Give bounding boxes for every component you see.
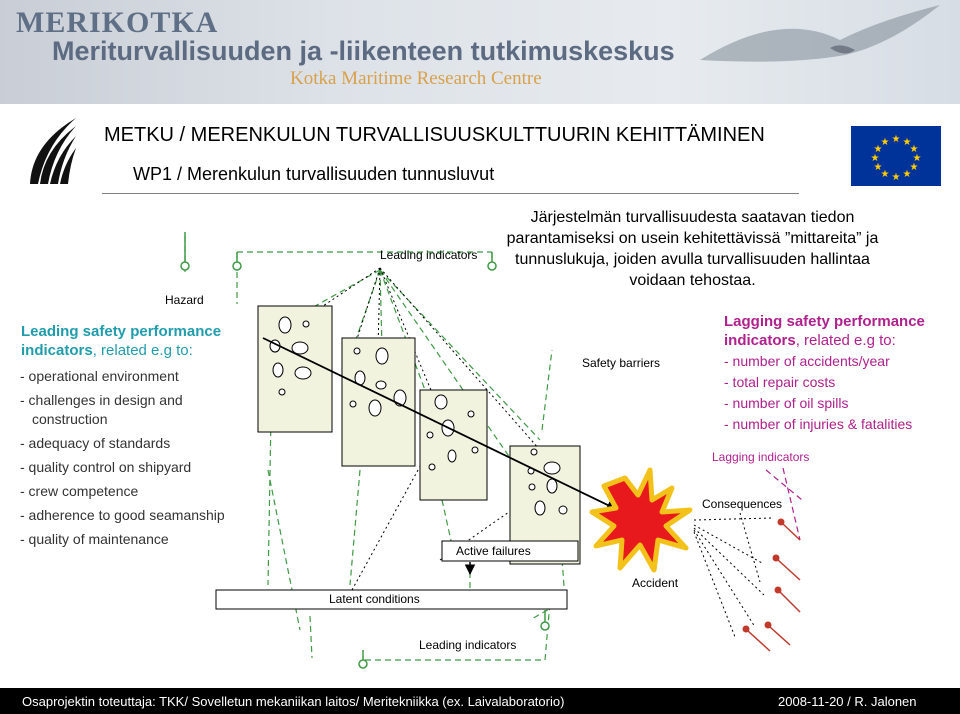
latent-conditions-label: Latent conditions	[329, 592, 420, 606]
safety-barriers-label: Safety barriers	[582, 356, 660, 370]
cheese-slice	[258, 306, 332, 432]
lagging-indicators-label: Lagging indicators	[712, 450, 809, 464]
accident-explosion-icon	[592, 470, 690, 570]
consequence-dotted-lines	[694, 513, 772, 637]
accident-label: Accident	[632, 576, 678, 590]
leading-indicators-top-label: Leading indicators	[380, 248, 477, 262]
consequences-label: Consequences	[702, 497, 782, 511]
footer-credit: Osaprojektin toteuttaja: TKK/ Sovelletun…	[22, 694, 564, 709]
cheese-slice	[342, 338, 415, 466]
active-failures-label: Active failures	[456, 544, 531, 558]
cheese-slice	[420, 390, 487, 500]
footer-date-author: 2008-11-20 / R. Jalonen	[778, 694, 917, 709]
consequence-markers	[743, 519, 801, 652]
leading-indicators-bottom-label: Leading indicators	[419, 638, 516, 652]
hazard-label: Hazard	[165, 293, 204, 307]
